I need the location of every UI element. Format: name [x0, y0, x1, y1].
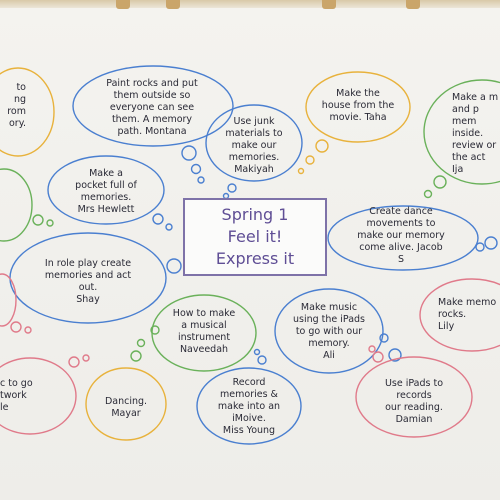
- title-line-2: Feel it!: [227, 227, 283, 246]
- thought-dot: [68, 356, 80, 368]
- thought-dot: [197, 176, 205, 184]
- bubble-top-left-edge: to ng rom ory.: [7, 82, 26, 129]
- thought-dot: [136, 338, 146, 348]
- cloud-shape: [72, 65, 234, 147]
- board-top-edge: [0, 0, 500, 8]
- pin-icon: [116, 0, 130, 9]
- cloud-shape: [0, 168, 33, 242]
- thought-dot: [305, 155, 315, 165]
- thought-dot: [10, 321, 22, 333]
- cloud-shape: [305, 71, 411, 143]
- pin-icon: [406, 0, 420, 9]
- bubble-music-ipads: Make music using the iPads to go with ou…: [292, 302, 366, 361]
- thought-dot: [130, 350, 142, 362]
- thought-dot: [227, 183, 237, 193]
- thought-dot: [82, 354, 90, 362]
- title-card: Spring 1 Feel it! Express it: [183, 198, 327, 276]
- thought-dot: [297, 167, 305, 175]
- thought-dot: [166, 258, 182, 274]
- cloud-shape: [47, 155, 165, 225]
- thought-dot: [372, 351, 384, 363]
- cloud-shape: [205, 104, 303, 182]
- bubble-imovie: Record memories & make into an iMoive. M…: [217, 377, 281, 436]
- bubble-house-movie: Make the house from the movie. Taha: [321, 88, 395, 123]
- thought-dot: [484, 236, 498, 250]
- thought-dot: [46, 219, 54, 227]
- cloud-shape: [0, 273, 17, 327]
- pin-icon: [322, 0, 336, 9]
- bubble-dancing: Dancing. Mayar: [104, 396, 148, 419]
- bubble-role-play: In role play create memories and act out…: [44, 258, 132, 305]
- thought-dot: [368, 345, 376, 353]
- cloud-shape: [355, 356, 473, 438]
- thought-dot: [315, 139, 329, 153]
- cloud-shape: [196, 367, 302, 445]
- cloud-shape: [274, 288, 384, 374]
- thought-dot: [165, 223, 173, 231]
- thought-dot: [190, 163, 202, 175]
- thought-dot: [32, 214, 44, 226]
- cloud-shape: [85, 367, 167, 441]
- bubble-bottom-left-edge: c to go twork le: [0, 378, 33, 413]
- thought-dot: [423, 189, 433, 199]
- bubble-dance: Create dance movements to make our memor…: [357, 206, 445, 265]
- title-line-1: Spring 1: [221, 205, 289, 224]
- thought-dot: [433, 175, 447, 189]
- thought-dot: [181, 145, 197, 161]
- bubble-junk-materials: Use junk materials to make our memories.…: [225, 116, 283, 175]
- thought-dot: [388, 348, 402, 362]
- cloud-shape: [0, 357, 77, 435]
- title-line-3: Express it: [215, 249, 295, 268]
- bubble-ipads-reading: Use iPads to records our reading. Damian: [384, 378, 444, 425]
- thought-dot: [152, 213, 164, 225]
- thought-dot: [24, 326, 32, 334]
- cloud-shape: [419, 278, 500, 352]
- bubble-top-right-edge: Make a m and p mem inside. review or the…: [452, 92, 499, 175]
- bubble-pocket-full: Make a pocket full of memories. Mrs Hewl…: [75, 168, 137, 215]
- bubble-paint-rocks: Paint rocks and put them outside so ever…: [106, 78, 198, 137]
- pin-icon: [166, 0, 180, 9]
- cloud-shape: [423, 79, 500, 185]
- cloud-shape: [327, 205, 479, 271]
- thought-dot: [253, 348, 261, 356]
- bubble-musical-instrument: How to make a musical instrument Naveeda…: [172, 308, 236, 355]
- cloud-shape: [0, 67, 55, 157]
- thought-dot: [257, 355, 267, 365]
- thought-dot: [150, 325, 160, 335]
- bubble-memory-rocks: Make memo rocks. Lily: [438, 297, 497, 332]
- thought-dot: [475, 242, 485, 252]
- thought-dot: [379, 333, 389, 343]
